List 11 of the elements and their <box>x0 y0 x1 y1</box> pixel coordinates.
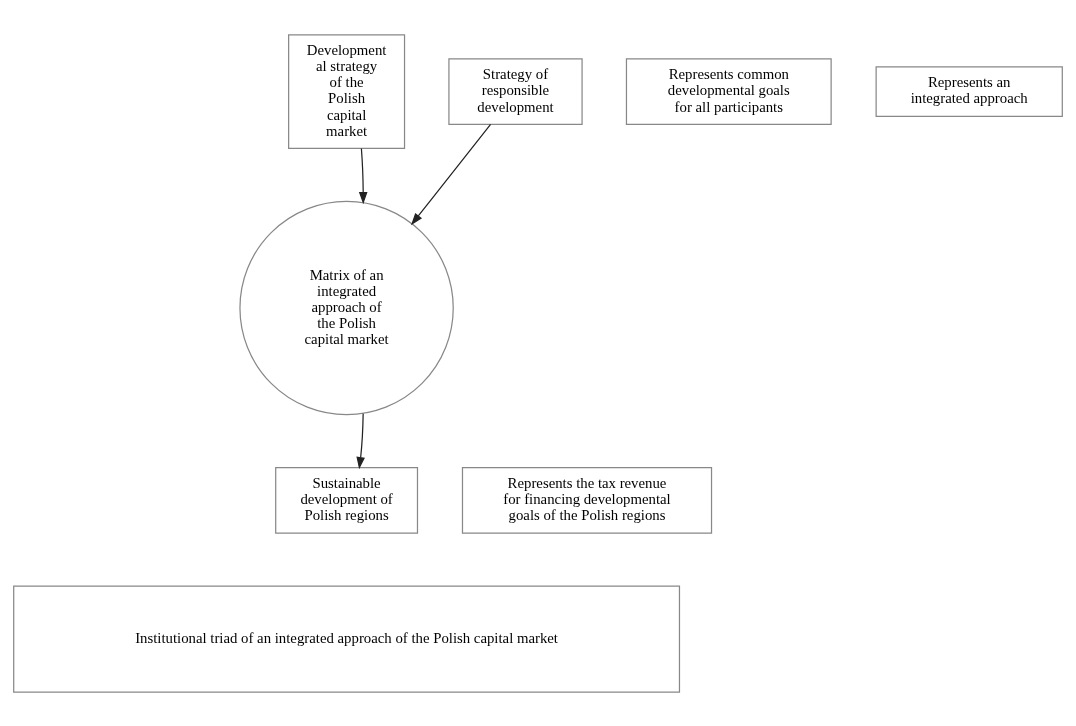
node-box: Development al strategy of the Polish capital market <box>288 33 406 149</box>
node-box: Represents an integrated approach <box>875 65 1063 117</box>
arrow <box>410 123 492 225</box>
node-box: Represents the tax revenue for financing developmental goals of the Polish regions <box>461 466 713 534</box>
node-box: Sustainable development of Polish regions <box>275 466 419 534</box>
node-box: Represents common developmental goals for all participants <box>625 57 832 125</box>
node-circle: Matrix of an integrated approach of the Polish capital market <box>239 200 454 415</box>
node-box: Strategy of responsible development <box>448 57 583 125</box>
arrow <box>356 412 365 469</box>
arrow <box>358 147 368 204</box>
node-box: Institutional triad of an integrated approach of the Polish capital market <box>13 584 681 693</box>
